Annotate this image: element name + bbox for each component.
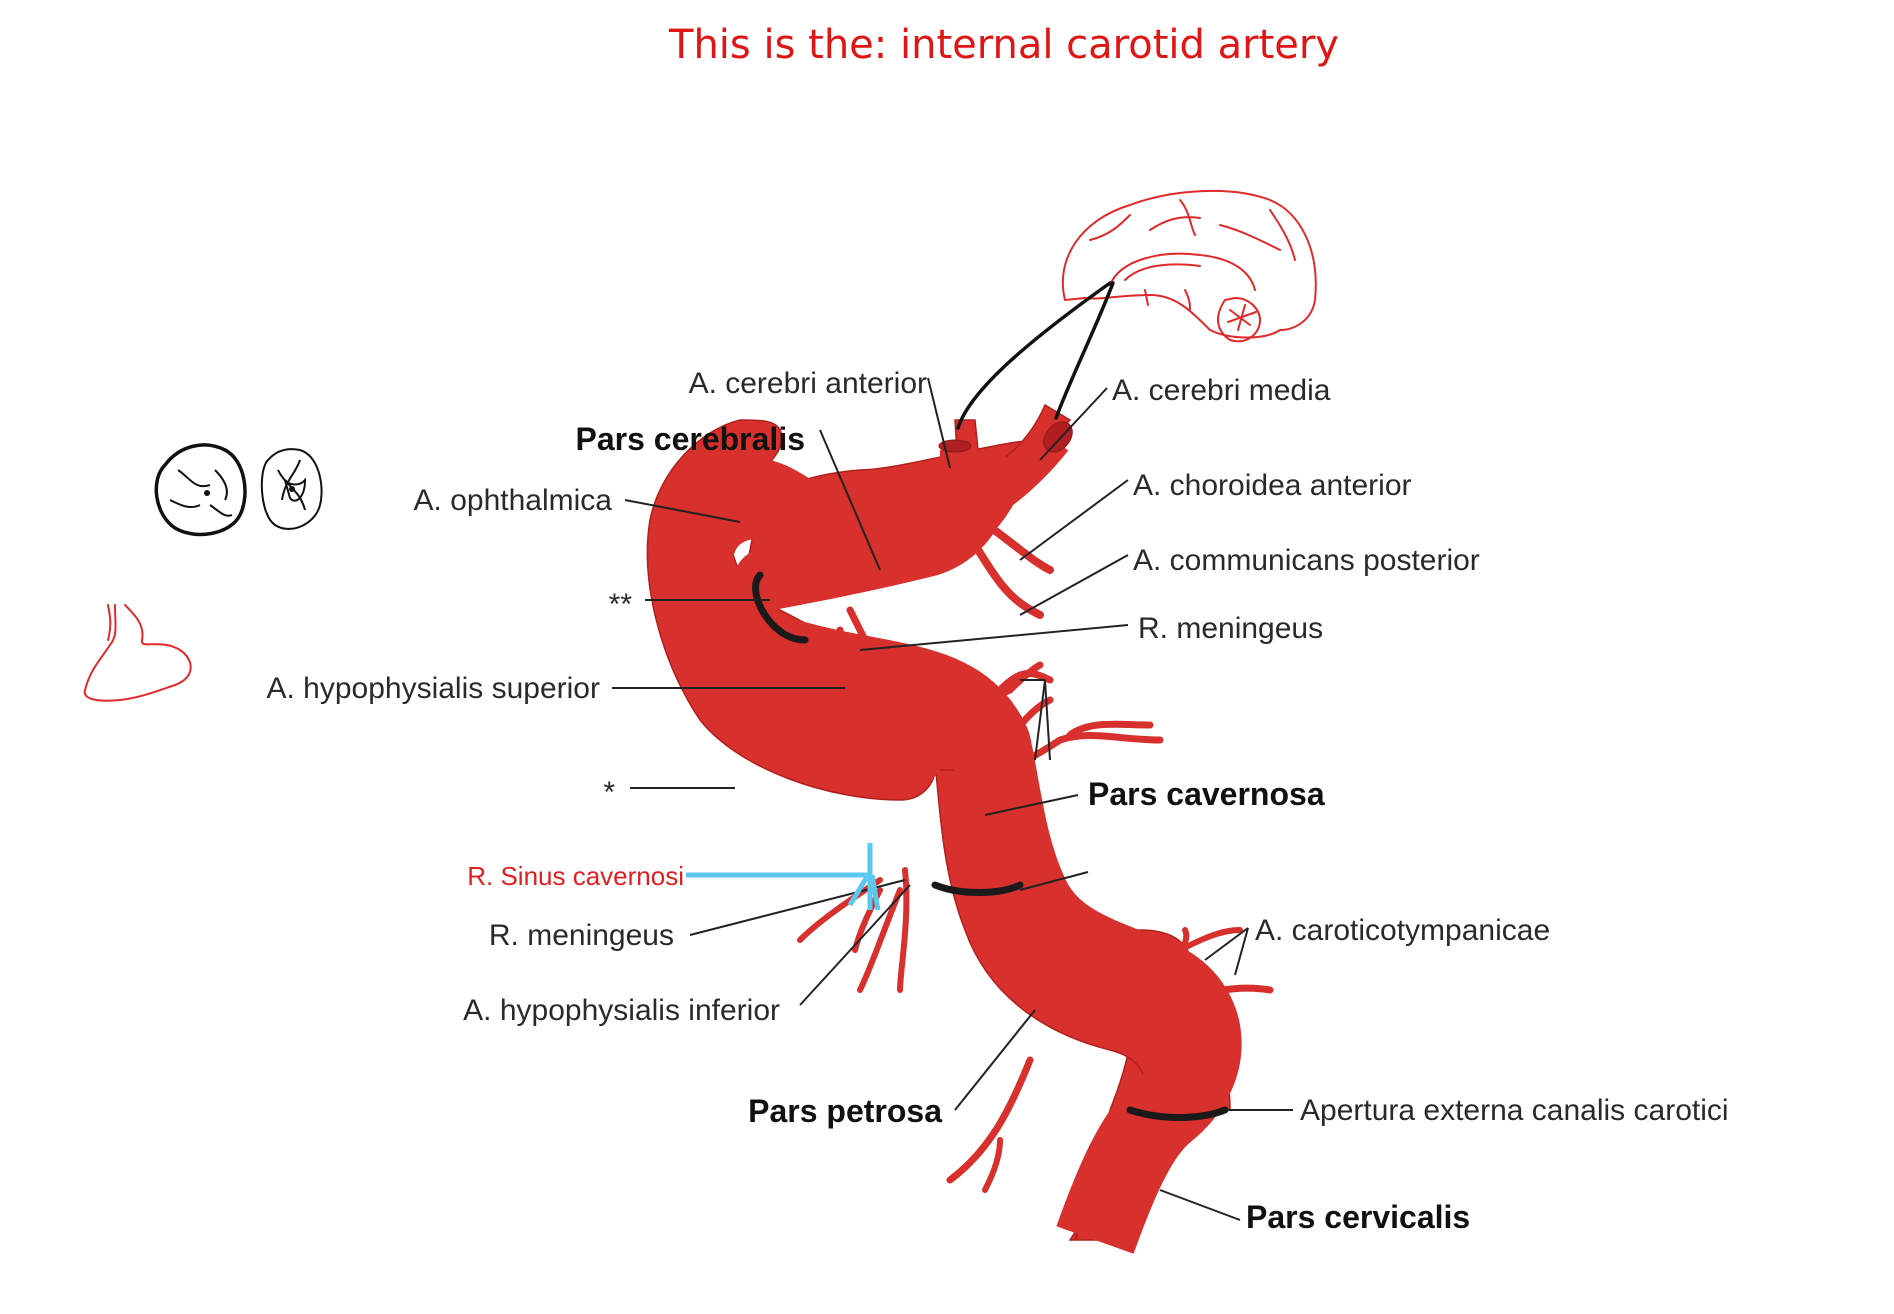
branch-ophthalmica-fork (731, 474, 782, 514)
sinus-cavernosi-annotation (686, 843, 881, 911)
label-ophthalmica: A. ophthalmica (414, 484, 613, 517)
branch-petrosa-2 (982, 1137, 1003, 1193)
branch-carotico-3 (1166, 984, 1274, 1014)
branch-choroidea (976, 516, 1054, 574)
page-title: This is the: internal carotid artery (668, 22, 1339, 68)
label-hypophysialis-inferior: A. hypophysialis inferior (463, 994, 780, 1027)
branch-carotico-1 (1136, 941, 1184, 989)
label-hypophysialis-superior: A. hypophysialis superior (266, 672, 600, 705)
small-branches (684, 474, 1274, 1193)
label-pars-petrosa: Pars petrosa (748, 1093, 942, 1129)
label-cerebri-anterior: A. cerebri anterior (689, 367, 927, 400)
branch-ophthalmica (684, 479, 796, 561)
connector-line-anterior (956, 281, 1112, 430)
label-star: * (603, 776, 615, 809)
label-cerebri-media: A. cerebri media (1112, 374, 1331, 407)
branch-carotico-4 (1147, 927, 1190, 983)
media-lumen (1043, 421, 1073, 453)
branch-cav-4 (1066, 720, 1154, 739)
branch-petrosa-1 (946, 1056, 1034, 1184)
label-r-meningeus-upper: R. meningeus (1138, 612, 1323, 645)
label-pars-cavernosa: Pars cavernosa (1088, 776, 1325, 812)
artery-centerline (651, 457, 1242, 1254)
branch-hypophysialis-sup (836, 626, 846, 734)
branch-cav-1 (916, 661, 1044, 794)
connector-line-media (1054, 281, 1115, 420)
label-communicans-posterior: A. communicans posterior (1133, 544, 1480, 577)
label-apertura-externa: Apertura externa canalis carotici (1300, 1094, 1729, 1127)
pituitary-sketch-icon (83, 604, 192, 702)
branch-sinus-3 (897, 867, 910, 993)
label-pars-cervicalis: Pars cervicalis (1246, 1199, 1470, 1235)
ring-double-star (752, 571, 809, 644)
branch-cav-3 (941, 732, 1164, 804)
branch-cav-2 (996, 669, 1054, 694)
label-choroidea-anterior: A. choroidea anterior (1133, 469, 1412, 502)
artery-cerebral-segment (734, 449, 1016, 611)
dural-rings (752, 571, 1229, 1121)
brain-sketch-icon (1061, 189, 1317, 343)
branch-cav-5 (996, 696, 1054, 764)
branch-r-meningeus-upper (846, 606, 884, 674)
label-pars-cerebralis: Pars cerebralis (576, 421, 806, 457)
label-r-meningeus-lower: R. meningeus (489, 919, 674, 952)
ring-cavernous (931, 881, 1024, 896)
eye-sketch-icon (154, 443, 323, 537)
branch-communicans (971, 541, 1044, 619)
ring-apertura (1126, 1106, 1229, 1121)
label-caroticotympanicae: A. caroticotympanicae (1255, 914, 1550, 947)
branch-sinus-2 (857, 887, 903, 993)
anterior-lumen (938, 439, 972, 453)
label-double-star: ** (609, 588, 633, 621)
label-r-sinus-cavernosi: R. Sinus cavernosi (467, 861, 684, 891)
